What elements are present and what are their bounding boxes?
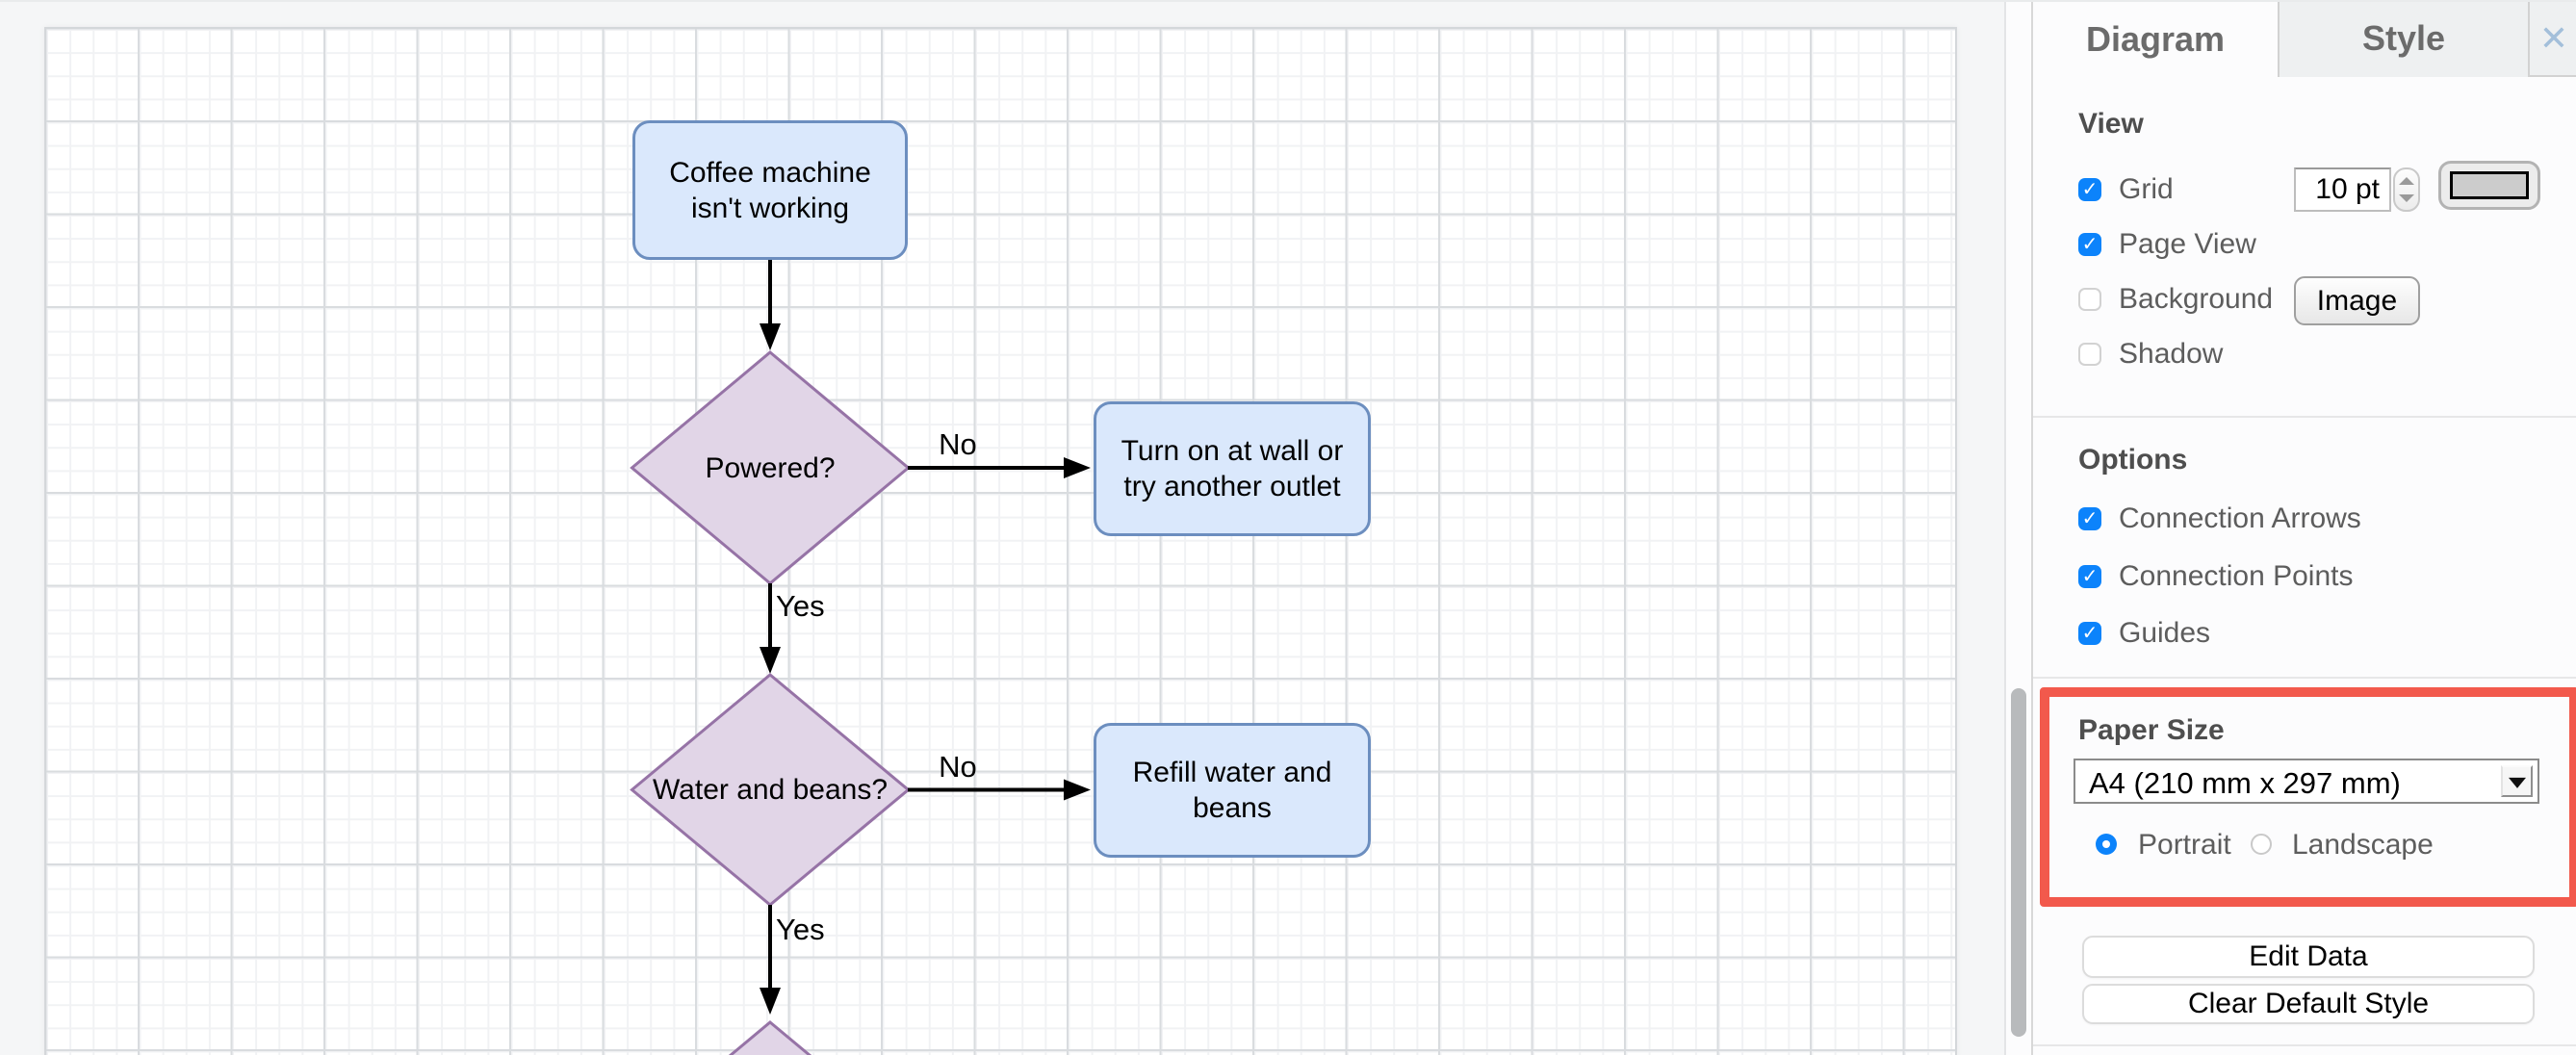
panel-tabbar: Diagram Style ✕ bbox=[2033, 0, 2576, 79]
section-divider bbox=[2033, 1044, 2576, 1046]
node-label: Turn on at wall or try another outlet bbox=[1121, 435, 1344, 502]
section-divider bbox=[2033, 416, 2576, 418]
check-icon: ✓ bbox=[2081, 623, 2099, 644]
node-label: Water and beans? bbox=[652, 773, 889, 806]
tab-style[interactable]: Style bbox=[2278, 0, 2530, 77]
tab-diagram[interactable]: Diagram bbox=[2033, 0, 2278, 79]
clear-default-style-button[interactable]: Clear Default Style bbox=[2082, 984, 2535, 1024]
grid-size-stepper[interactable] bbox=[2393, 167, 2420, 212]
connection-arrows-checkbox[interactable]: ✓ bbox=[2078, 507, 2101, 530]
close-panel-button[interactable]: ✕ bbox=[2530, 0, 2576, 77]
check-icon: ✓ bbox=[2081, 234, 2099, 255]
grid-size-input[interactable]: 10 pt bbox=[2294, 167, 2391, 212]
node-label: Coffee machine isn't working bbox=[669, 156, 871, 224]
page-view-checkbox[interactable]: ✓ bbox=[2078, 233, 2101, 256]
landscape-radio[interactable] bbox=[2251, 834, 2272, 855]
view-section-title: View bbox=[2078, 108, 2144, 140]
shadow-checkbox[interactable] bbox=[2078, 343, 2101, 366]
page[interactable] bbox=[44, 27, 1957, 1055]
shadow-label: Shadow bbox=[2119, 338, 2224, 370]
node-water-and-beans[interactable]: Water and beans? bbox=[631, 770, 909, 809]
format-panel: Diagram Style ✕ View ✓ Grid 10 pt ✓ Page… bbox=[2031, 0, 2576, 1055]
grid-color-button[interactable] bbox=[2438, 161, 2540, 210]
background-image-button[interactable]: Image bbox=[2294, 276, 2420, 325]
edge-label-yes-2[interactable]: Yes bbox=[776, 913, 825, 946]
node-label: Powered? bbox=[705, 451, 836, 484]
portrait-radio[interactable] bbox=[2096, 834, 2117, 855]
stepper-down-icon[interactable] bbox=[2399, 194, 2414, 202]
portrait-label: Portrait bbox=[2138, 829, 2231, 861]
check-icon: ✓ bbox=[2081, 566, 2099, 587]
section-divider bbox=[2033, 677, 2576, 679]
background-checkbox[interactable] bbox=[2078, 288, 2101, 311]
connection-points-checkbox[interactable]: ✓ bbox=[2078, 565, 2101, 588]
node-refill[interactable]: Refill water and beans bbox=[1094, 723, 1371, 858]
check-icon: ✓ bbox=[2081, 508, 2099, 529]
edit-data-button[interactable]: Edit Data bbox=[2082, 936, 2535, 978]
node-turn-on-at-wall[interactable]: Turn on at wall or try another outlet bbox=[1094, 401, 1371, 536]
background-label: Background bbox=[2119, 283, 2274, 315]
paper-size-value: A4 (210 mm x 297 mm) bbox=[2089, 766, 2401, 800]
grid-label: Grid bbox=[2119, 173, 2174, 205]
edge-label-no-2[interactable]: No bbox=[939, 750, 977, 784]
canvas[interactable]: Coffee machine isn't working Powered? Tu… bbox=[0, 0, 2004, 1055]
edge-label-yes-1[interactable]: Yes bbox=[776, 589, 825, 623]
grid-color-chip bbox=[2450, 171, 2529, 199]
node-label: Refill water and beans bbox=[1132, 757, 1332, 824]
guides-checkbox[interactable]: ✓ bbox=[2078, 622, 2101, 645]
scrollbar-thumb[interactable] bbox=[2011, 688, 2026, 1037]
grid-checkbox[interactable]: ✓ bbox=[2078, 178, 2101, 201]
node-powered[interactable]: Powered? bbox=[631, 449, 909, 487]
connection-arrows-label: Connection Arrows bbox=[2119, 502, 2361, 534]
close-icon: ✕ bbox=[2538, 18, 2569, 58]
landscape-label: Landscape bbox=[2292, 829, 2434, 861]
panel-scrollbar[interactable] bbox=[2004, 0, 2031, 1055]
paper-size-select[interactable]: A4 (210 mm x 297 mm) bbox=[2074, 759, 2539, 804]
stepper-up-icon[interactable] bbox=[2399, 177, 2414, 185]
paper-size-section-title: Paper Size bbox=[2078, 714, 2225, 746]
check-icon: ✓ bbox=[2081, 179, 2099, 200]
page-view-label: Page View bbox=[2119, 228, 2256, 260]
connection-points-label: Connection Points bbox=[2119, 560, 2354, 592]
node-start[interactable]: Coffee machine isn't working bbox=[632, 120, 908, 260]
dropdown-arrow-icon[interactable] bbox=[2501, 765, 2533, 797]
edge-label-no-1[interactable]: No bbox=[939, 427, 977, 461]
guides-label: Guides bbox=[2119, 617, 2211, 649]
options-section-title: Options bbox=[2078, 444, 2188, 476]
